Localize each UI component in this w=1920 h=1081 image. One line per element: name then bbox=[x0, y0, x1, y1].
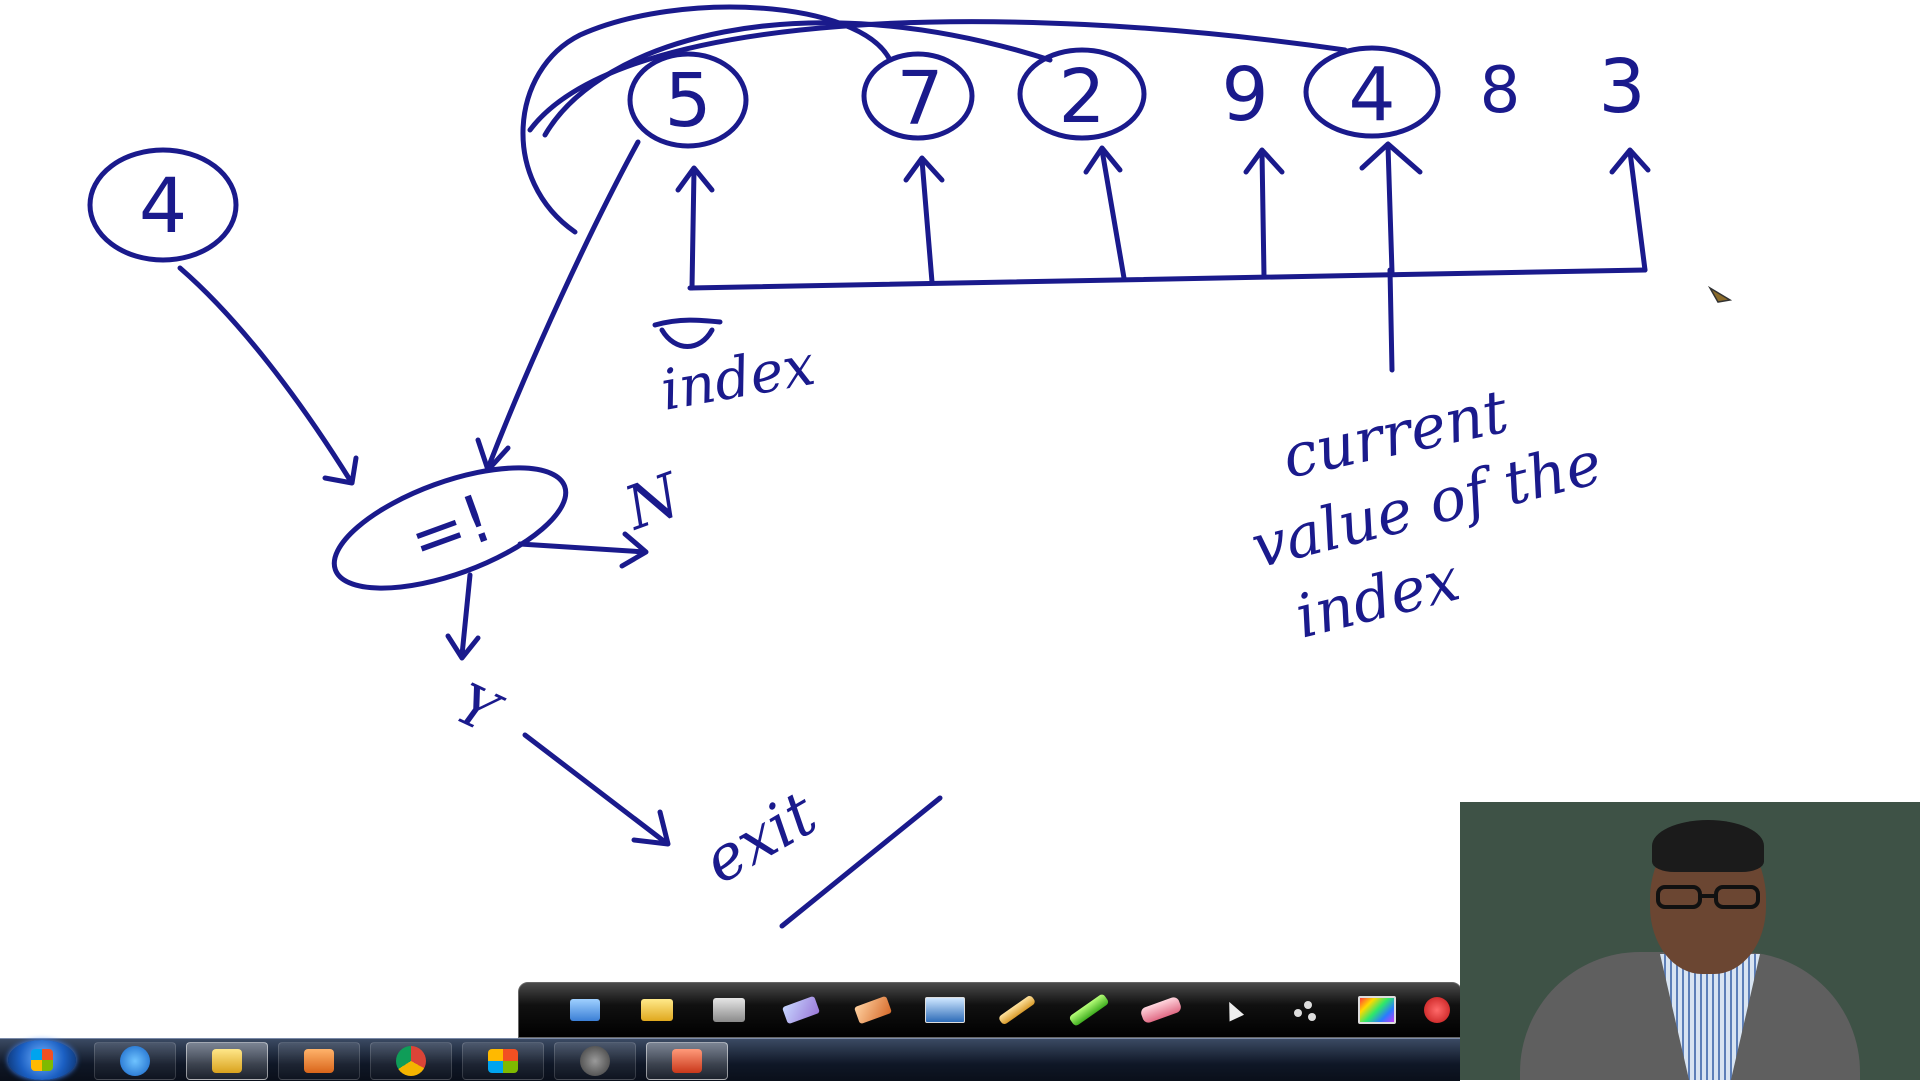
start-button[interactable] bbox=[8, 1040, 76, 1080]
color-picker-icon bbox=[1358, 996, 1396, 1024]
pencil-tool[interactable] bbox=[993, 993, 1041, 1027]
current-value-annotation: current value of the index bbox=[1245, 377, 1609, 653]
powerpoint-button[interactable] bbox=[646, 1042, 728, 1080]
highlighter-tool[interactable] bbox=[777, 993, 825, 1027]
pen-tool[interactable] bbox=[849, 993, 897, 1027]
array-circle-4 bbox=[1303, 45, 1441, 139]
yes-branch-label: Y bbox=[446, 672, 512, 749]
windows-logo-icon bbox=[31, 1049, 53, 1071]
array-circle-2 bbox=[1017, 47, 1147, 141]
array-value-1: 7 bbox=[896, 56, 943, 142]
arc-circle-5-to-7 bbox=[520, 4, 893, 235]
index-marker bbox=[652, 317, 723, 349]
pointer-icon bbox=[1221, 998, 1245, 1022]
pen-tool-palette bbox=[518, 982, 1462, 1038]
pen-icon bbox=[853, 995, 893, 1025]
screen-tool[interactable] bbox=[921, 993, 969, 1027]
file-explorer-button[interactable] bbox=[186, 1042, 268, 1080]
office-button[interactable] bbox=[462, 1042, 544, 1080]
key-value-text: 4 bbox=[139, 161, 187, 250]
screen-capture-tool[interactable] bbox=[705, 993, 753, 1027]
eraser-tool[interactable] bbox=[1137, 993, 1185, 1027]
media-player-button[interactable] bbox=[278, 1042, 360, 1080]
array-circle-1 bbox=[861, 51, 975, 141]
back-button[interactable] bbox=[554, 1042, 636, 1080]
yes-branch-arrow bbox=[459, 572, 473, 658]
pencil-icon bbox=[997, 994, 1037, 1026]
file-explorer-icon bbox=[212, 1049, 242, 1073]
arc-circle-5-to-2 bbox=[542, 20, 1053, 138]
folder-tool[interactable] bbox=[633, 993, 681, 1027]
marker-tool[interactable] bbox=[1065, 993, 1113, 1027]
pointer-cursor-icon bbox=[1707, 285, 1733, 303]
screen-icon bbox=[925, 997, 965, 1023]
array-value-6: 3 bbox=[1598, 44, 1645, 130]
no-branch-arrow bbox=[517, 541, 648, 555]
powerpoint-icon bbox=[672, 1049, 702, 1073]
media-player-icon bbox=[304, 1049, 334, 1073]
screen-capture-icon bbox=[713, 998, 745, 1022]
yes-to-exit-arrow bbox=[522, 732, 668, 845]
compare-node: =! bbox=[331, 465, 569, 591]
exit-underline bbox=[779, 795, 943, 929]
presenter-hair bbox=[1652, 820, 1764, 872]
array-circle-0 bbox=[627, 51, 749, 149]
laser-tool[interactable] bbox=[1281, 993, 1329, 1027]
windows-taskbar bbox=[0, 1038, 1460, 1081]
key-value-node: 4 bbox=[87, 147, 239, 263]
array-value-2: 2 bbox=[1058, 54, 1105, 140]
laser-icon bbox=[1294, 999, 1316, 1021]
array-row: 5 7 2 9 4 8 3 bbox=[627, 44, 1646, 149]
arc-circle-5-to-4 bbox=[527, 19, 1348, 133]
array-value-4: 4 bbox=[1348, 52, 1395, 138]
close-tool[interactable] bbox=[1417, 993, 1457, 1027]
current-value-pointer bbox=[1387, 267, 1395, 373]
notes-icon bbox=[570, 999, 600, 1021]
folder-icon bbox=[641, 999, 673, 1021]
array-value-5: 8 bbox=[1480, 54, 1521, 128]
chrome-button[interactable] bbox=[370, 1042, 452, 1080]
key-to-compare-arrow bbox=[177, 265, 353, 483]
marker-icon bbox=[1068, 993, 1110, 1027]
notes-tool[interactable] bbox=[561, 993, 609, 1027]
chrome-icon bbox=[396, 1046, 426, 1076]
array-value-0: 5 bbox=[664, 58, 711, 144]
array-value-3: 9 bbox=[1221, 52, 1268, 138]
internet-explorer-icon bbox=[120, 1046, 150, 1076]
glasses-icon bbox=[1656, 885, 1760, 909]
internet-explorer-button[interactable] bbox=[94, 1042, 176, 1080]
color-picker-tool[interactable] bbox=[1353, 993, 1401, 1027]
close-icon bbox=[1424, 997, 1450, 1023]
back-icon bbox=[580, 1046, 610, 1076]
exit-label: exit bbox=[691, 777, 828, 898]
presenter-webcam bbox=[1460, 802, 1920, 1080]
element-to-compare-arrow bbox=[485, 139, 641, 471]
pointer-tool[interactable] bbox=[1209, 993, 1257, 1027]
office-icon bbox=[488, 1049, 518, 1073]
highlighter-icon bbox=[781, 995, 821, 1025]
eraser-icon bbox=[1139, 995, 1183, 1025]
index-bracket bbox=[675, 141, 1651, 291]
